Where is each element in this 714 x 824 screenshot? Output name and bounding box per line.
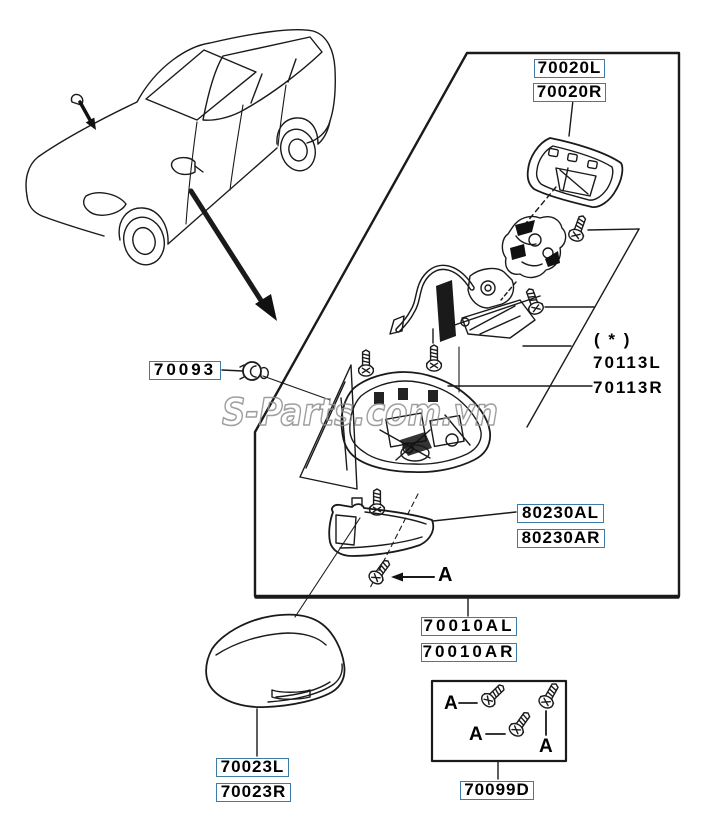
asterisk-note: ( * ) — [594, 330, 632, 349]
part-label-70023R[interactable]: 70023R — [216, 783, 291, 802]
screw-marker-a-kit-2: A — [469, 724, 483, 745]
screw-marker-a-kit-1: A — [444, 693, 458, 714]
turn-signal-lamp-drawing — [328, 493, 517, 589]
mirror-position-arrow-icon — [70, 93, 96, 130]
part-label-70113R: 70113R — [593, 378, 664, 397]
screw-marker-a-lamp: A — [438, 564, 453, 586]
part-label-70010AL[interactable]: 70010AL — [421, 617, 517, 636]
part-label-70020R[interactable]: 70020R — [533, 83, 606, 102]
part-label-80230AL[interactable]: 80230AL — [517, 504, 604, 523]
part-label-70020L[interactable]: 70020L — [534, 59, 605, 78]
leader-lines-70113 — [447, 228, 640, 428]
part-label-70010AR[interactable]: 70010AR — [421, 642, 517, 662]
mirror-cover-drawing — [205, 517, 361, 757]
mirror-housing-drawing — [299, 349, 491, 516]
car-door-mirror — [170, 156, 204, 176]
screw-marker-a-kit-3: A — [539, 736, 553, 757]
part-label-80230AR[interactable]: 80230AR — [517, 529, 605, 548]
watermark-text: S-Parts.com.vn — [222, 391, 498, 434]
screw-kit-box — [430, 679, 568, 780]
part-label-70099D[interactable]: 70099D — [460, 781, 534, 800]
part-label-70023L[interactable]: 70023L — [216, 758, 289, 777]
part-label-70093[interactable]: 70093 — [149, 361, 221, 380]
car-drawing — [25, 29, 336, 266]
grommet-drawing — [221, 361, 331, 401]
car-location-arrow-icon — [188, 188, 277, 321]
mirror-bracket-harness-drawing — [389, 264, 546, 393]
part-label-70113L: 70113L — [593, 353, 662, 372]
mirror-glass-drawing — [520, 99, 624, 230]
mirror-actuator-drawing — [500, 212, 591, 301]
exploded-view-panel-border — [253, 51, 681, 599]
